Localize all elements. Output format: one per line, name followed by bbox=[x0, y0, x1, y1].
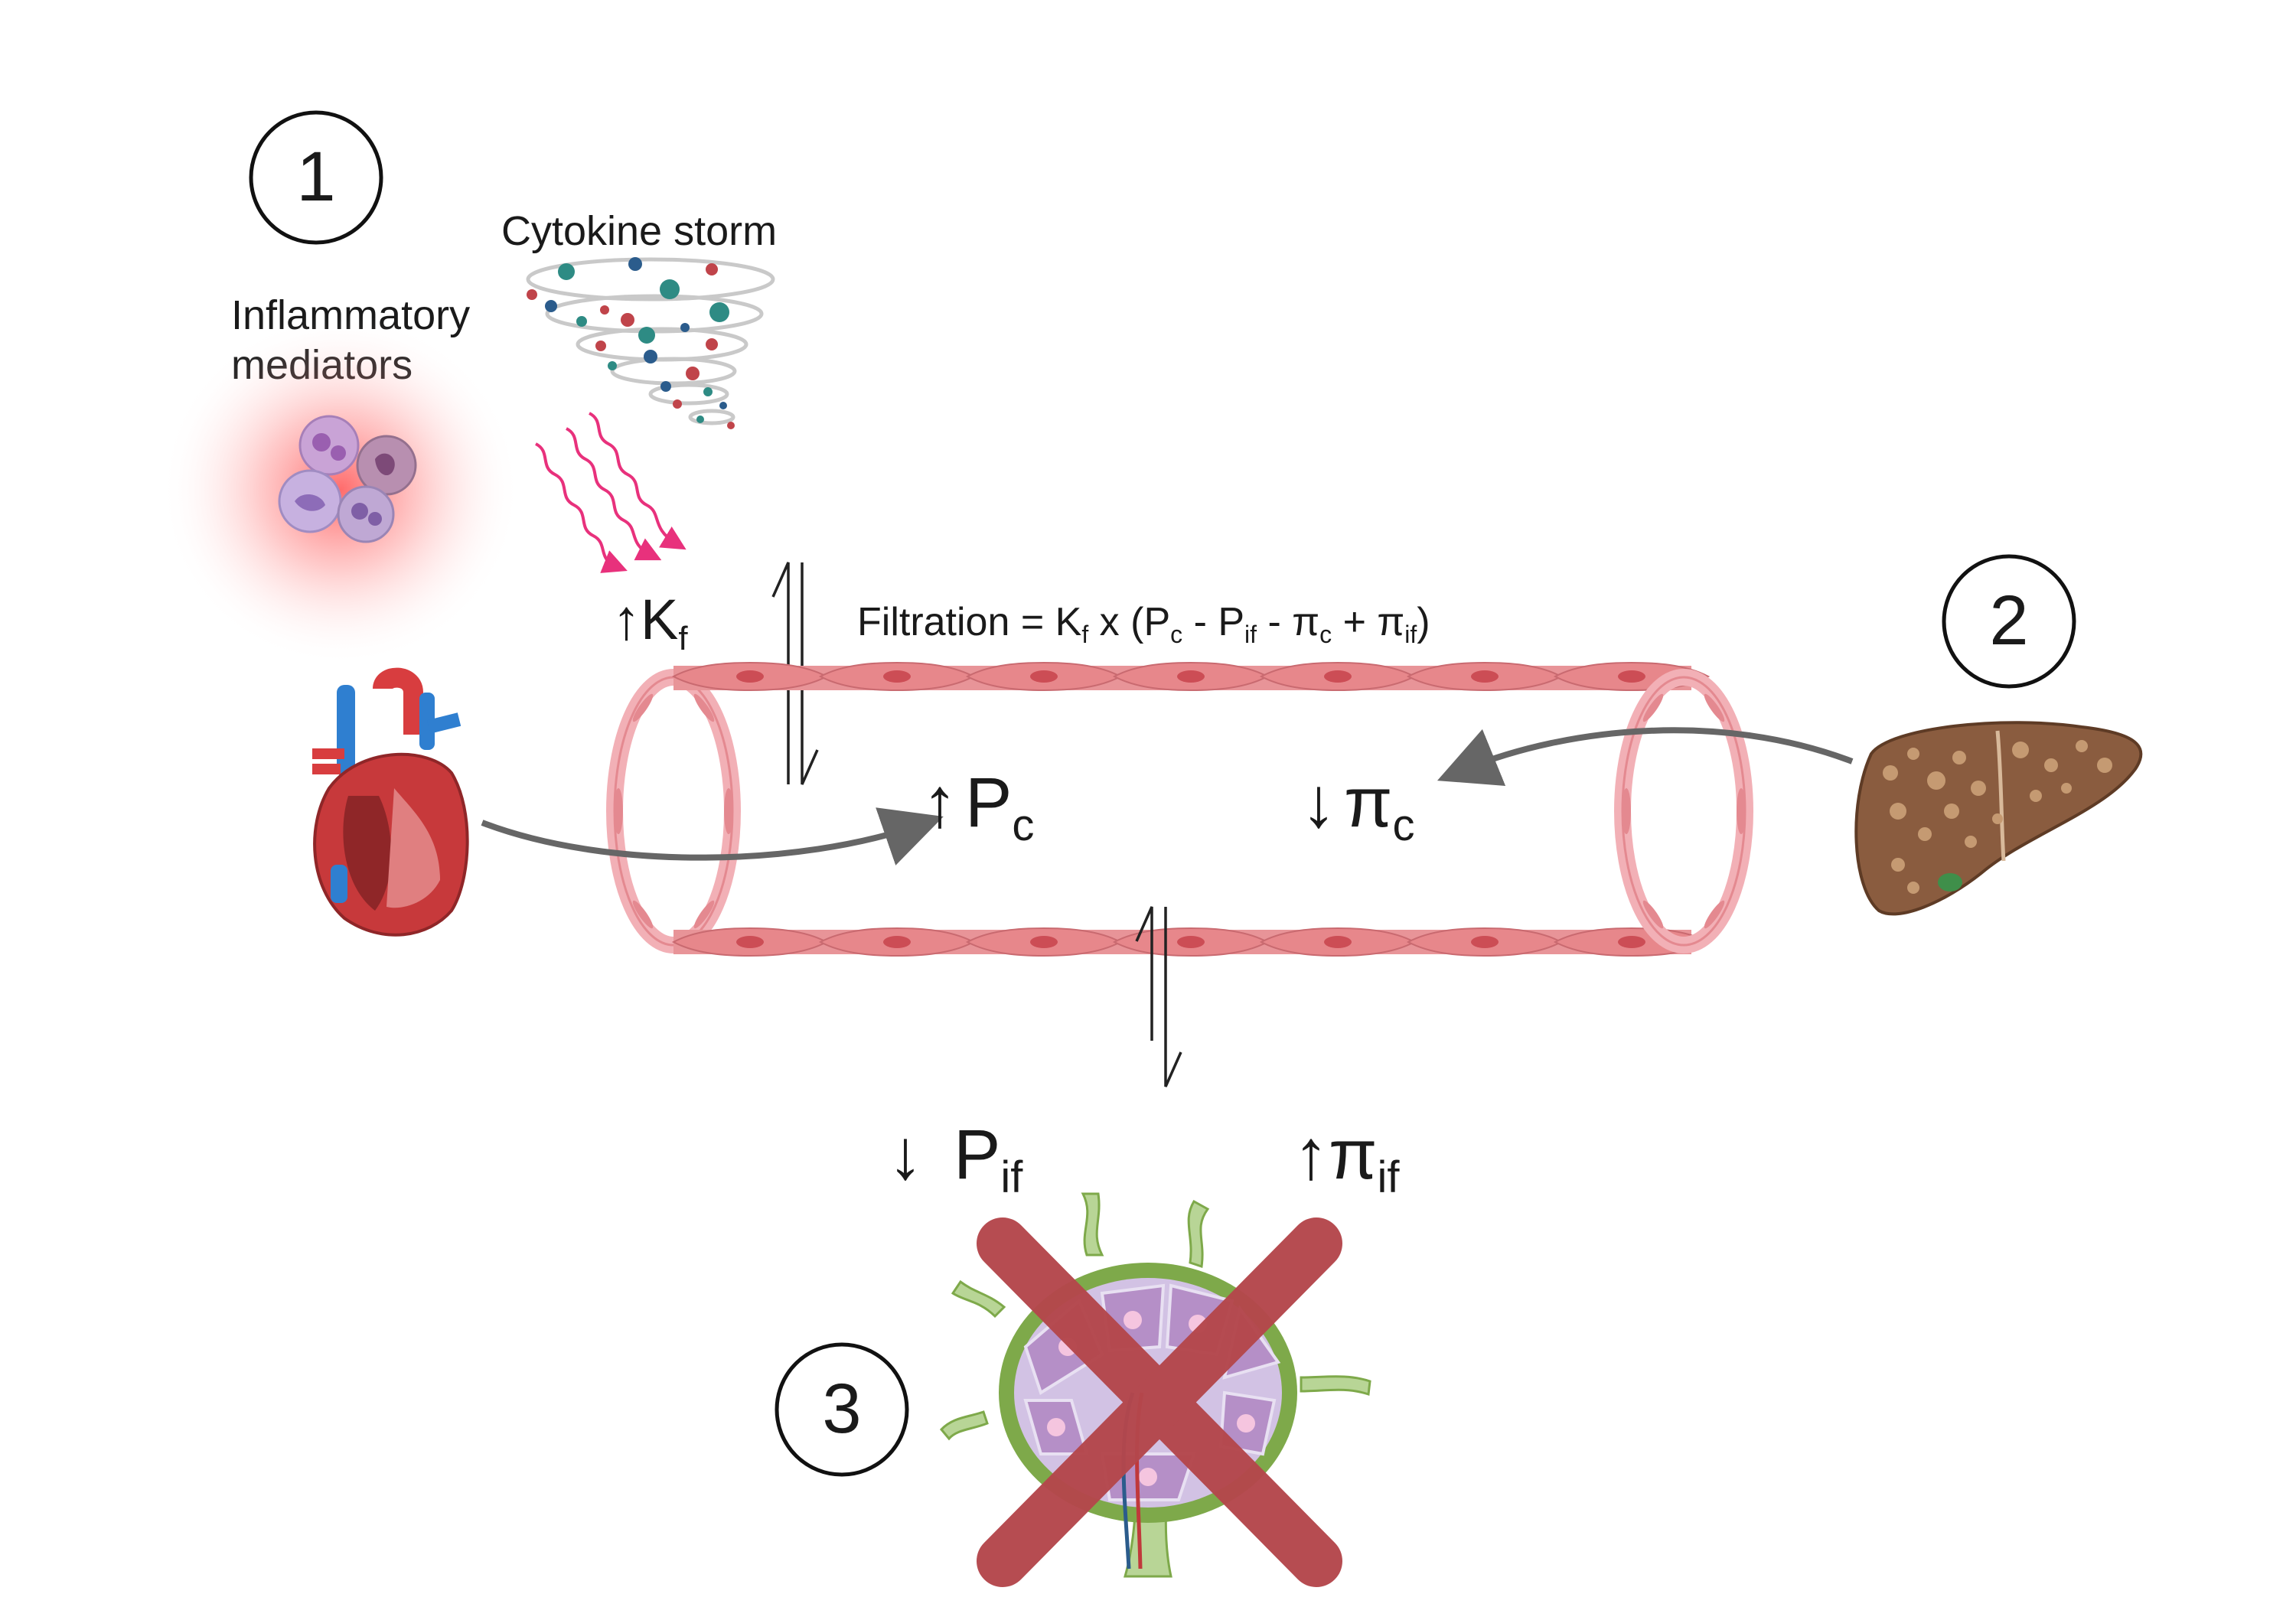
kf-sub: f bbox=[678, 620, 688, 657]
step-3-label: 3 bbox=[822, 1370, 861, 1448]
liver-icon bbox=[1854, 721, 2143, 916]
step-2-label: 2 bbox=[1989, 582, 2028, 660]
piif-term: ↑πif bbox=[1293, 1116, 1400, 1202]
svg-text:↑πif: ↑πif bbox=[1293, 1116, 1400, 1202]
piif-main: π bbox=[1329, 1116, 1377, 1194]
pc-term: ↑Pc bbox=[922, 764, 1034, 850]
piif-arrow: ↑ bbox=[1293, 1116, 1329, 1194]
heart-to-pc-arrow bbox=[481, 807, 944, 865]
cross-mark-icon bbox=[977, 1217, 1342, 1587]
equilibrium-arrows-bottom bbox=[1135, 906, 1182, 1087]
pic-arrow: ↓ bbox=[1301, 764, 1336, 842]
blood-vessel bbox=[606, 662, 1753, 957]
step-1-marker: 1 bbox=[249, 110, 383, 245]
pif-sub: if bbox=[1000, 1152, 1023, 1202]
immune-cells-icon bbox=[161, 314, 520, 666]
pif-main: P bbox=[954, 1116, 1000, 1194]
svg-text:↓πc: ↓πc bbox=[1301, 764, 1414, 850]
pic-sub: c bbox=[1392, 800, 1414, 850]
step-1-label: 1 bbox=[296, 138, 335, 216]
piif-sub: if bbox=[1377, 1152, 1400, 1202]
kf-term: ↑Kf bbox=[612, 588, 688, 657]
svg-text:Filtration = Kf x (Pc - Pif -: Filtration = Kf x (Pc - Pif - πc + πif) bbox=[857, 600, 1430, 648]
cytokine-storm-label: Cytokine storm bbox=[501, 208, 777, 254]
liver-to-pic-arrow bbox=[1437, 727, 1854, 786]
inflammatory-rays-icon bbox=[534, 412, 687, 573]
pc-main: P bbox=[965, 764, 1012, 842]
pic-term: ↓πc bbox=[1301, 764, 1414, 850]
equilibrium-arrows-top bbox=[771, 562, 819, 785]
pc-arrow: ↑ bbox=[922, 764, 957, 842]
pif-term: ↓ Pif bbox=[888, 1116, 1023, 1202]
heart-icon bbox=[312, 667, 469, 937]
pif-arrow: ↓ bbox=[888, 1116, 923, 1194]
kf-arrow: ↑ bbox=[612, 588, 641, 651]
svg-text:↑Pc: ↑Pc bbox=[922, 764, 1034, 850]
pic-main: π bbox=[1344, 764, 1392, 842]
kf-main: K bbox=[641, 588, 678, 651]
pc-sub: c bbox=[1012, 800, 1034, 850]
step-2-marker: 2 bbox=[1942, 554, 2076, 689]
svg-text:↑Kf: ↑Kf bbox=[612, 588, 688, 657]
cytokine-tornado-icon bbox=[526, 257, 775, 429]
filtration-formula: Filtration = Kf x (Pc - Pif - πc + πif) bbox=[857, 600, 1430, 648]
step-3-marker: 3 bbox=[775, 1342, 909, 1477]
svg-text:↓Pif: ↓ Pif bbox=[888, 1116, 1023, 1202]
